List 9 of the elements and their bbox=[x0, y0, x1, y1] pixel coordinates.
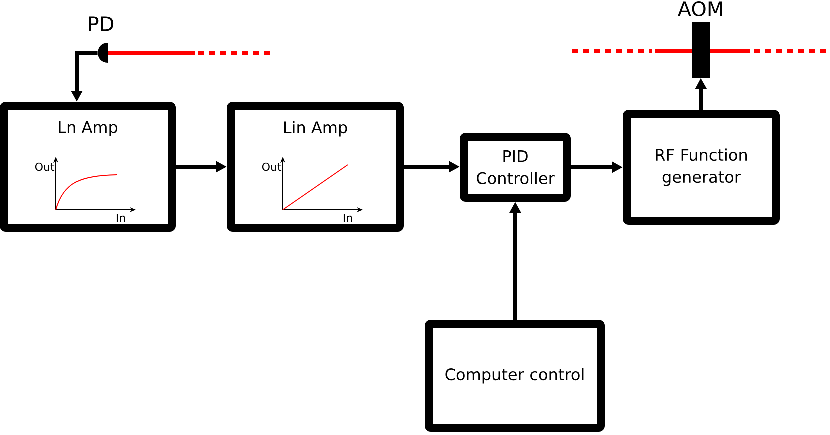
detector-label: PD bbox=[89, 16, 114, 32]
node-label: Out bbox=[262, 162, 282, 172]
node-label: In bbox=[116, 214, 126, 222]
node-label: In bbox=[344, 214, 352, 222]
process-box: Computer control bbox=[425, 320, 605, 432]
process-box: RF Function generator bbox=[623, 110, 780, 225]
process-box: PID Controller bbox=[460, 133, 571, 202]
modulator-label: AOM bbox=[678, 1, 722, 17]
node-label: Out bbox=[35, 162, 55, 172]
